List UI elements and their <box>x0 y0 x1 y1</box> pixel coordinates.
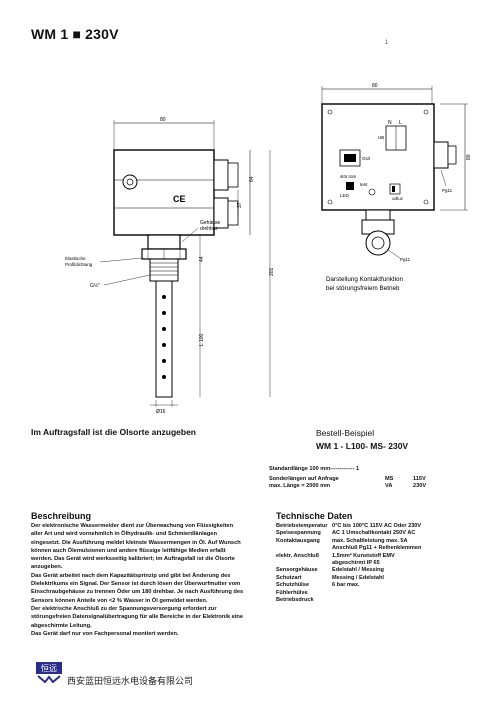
install-heading: Im Auftragsfall ist die Olsorte anzugebe… <box>31 427 196 437</box>
thread-section <box>149 258 179 282</box>
svg-text:stör.rüm: stör.rüm <box>340 174 357 179</box>
table-row: Betriebsdruck <box>276 597 314 604</box>
svg-text:L 100: L 100 <box>199 333 205 346</box>
ce-mark: CE <box>173 194 186 204</box>
svg-text:od/uz: od/uz <box>392 196 404 201</box>
cable-gland-top <box>213 159 229 191</box>
svg-text:80: 80 <box>372 83 378 89</box>
page-title: WM 1 ■ 230V <box>31 26 119 42</box>
svg-text:Gs/I: Gs/I <box>362 156 370 161</box>
table-row: Sonderlängen auf Anfrage MS 115V <box>269 476 426 482</box>
contact-caption-2: bei störungsfreiem Betrieb <box>326 285 400 292</box>
standard-length: Standardlänge 100 mm------------- 1 <box>269 466 360 472</box>
table-row: Anschluß Pg11 + Reihenklemmen <box>332 545 422 552</box>
side-gland <box>433 141 449 169</box>
order-options-table: Sonderlängen auf Anfrage MS 115V max. Lä… <box>269 476 426 490</box>
svg-text:37: 37 <box>237 202 243 208</box>
contact-caption-1: Darstellung Kontaktfunktion <box>326 276 404 283</box>
description-text: Der elektronische Wassermelder dient zur… <box>31 523 244 637</box>
svg-text:80: 80 <box>466 154 472 160</box>
top-view-drawing: 80 80 N L UB Gs/I stör.rüm LED test od/u… <box>321 83 472 292</box>
svg-text:L: L <box>399 120 402 126</box>
svg-text:UB: UB <box>378 135 384 140</box>
neck <box>147 234 181 250</box>
table-row: max. Länge = 2000 mm VA 230V <box>269 483 427 489</box>
order-example: WM 1 - L100- MS- 230V <box>316 441 409 451</box>
svg-text:drehbar: drehbar <box>200 226 218 232</box>
svg-text:test: test <box>360 182 368 187</box>
svg-text:Ø16: Ø16 <box>156 409 166 415</box>
svg-text:Gehäuse: Gehäuse <box>200 220 221 226</box>
svg-text:Elastische: Elastische <box>65 256 86 261</box>
svg-text:Pg11: Pg11 <box>442 188 453 193</box>
svg-text:64: 64 <box>249 176 255 182</box>
sensor-rod <box>155 280 173 398</box>
table-row: Fühlerhülse <box>276 589 308 596</box>
company-name: 西安蓝田恒远水电设备有限公司 <box>67 677 194 687</box>
logo-text: 恒远 <box>41 663 57 673</box>
svg-text:LED: LED <box>340 193 350 198</box>
table-row: abgeschirmt IP 65 <box>332 560 380 567</box>
svg-text:G½": G½" <box>90 282 100 289</box>
svg-text:Profildichtung: Profildichtung <box>65 262 93 267</box>
page-number: 1 <box>385 40 389 46</box>
order-heading: Bestell-Beispiel <box>316 428 375 438</box>
housing-top <box>321 103 435 211</box>
side-view-drawing: 80 CE 64 37 44 L 100 201 Ø16 Gehäuse dre… <box>65 117 275 415</box>
svg-text:Pg11: Pg11 <box>400 257 411 262</box>
svg-text:44: 44 <box>199 256 205 262</box>
company-logo: 恒远 <box>36 662 62 683</box>
svg-text:201: 201 <box>269 267 275 276</box>
tech-data-heading: Technische Daten <box>276 511 353 521</box>
housing-body <box>113 149 215 236</box>
description-heading: Beschreibung <box>31 511 92 521</box>
svg-text:N: N <box>388 120 392 126</box>
led-indicator <box>346 182 354 190</box>
dim-width-label: 80 <box>160 117 166 123</box>
